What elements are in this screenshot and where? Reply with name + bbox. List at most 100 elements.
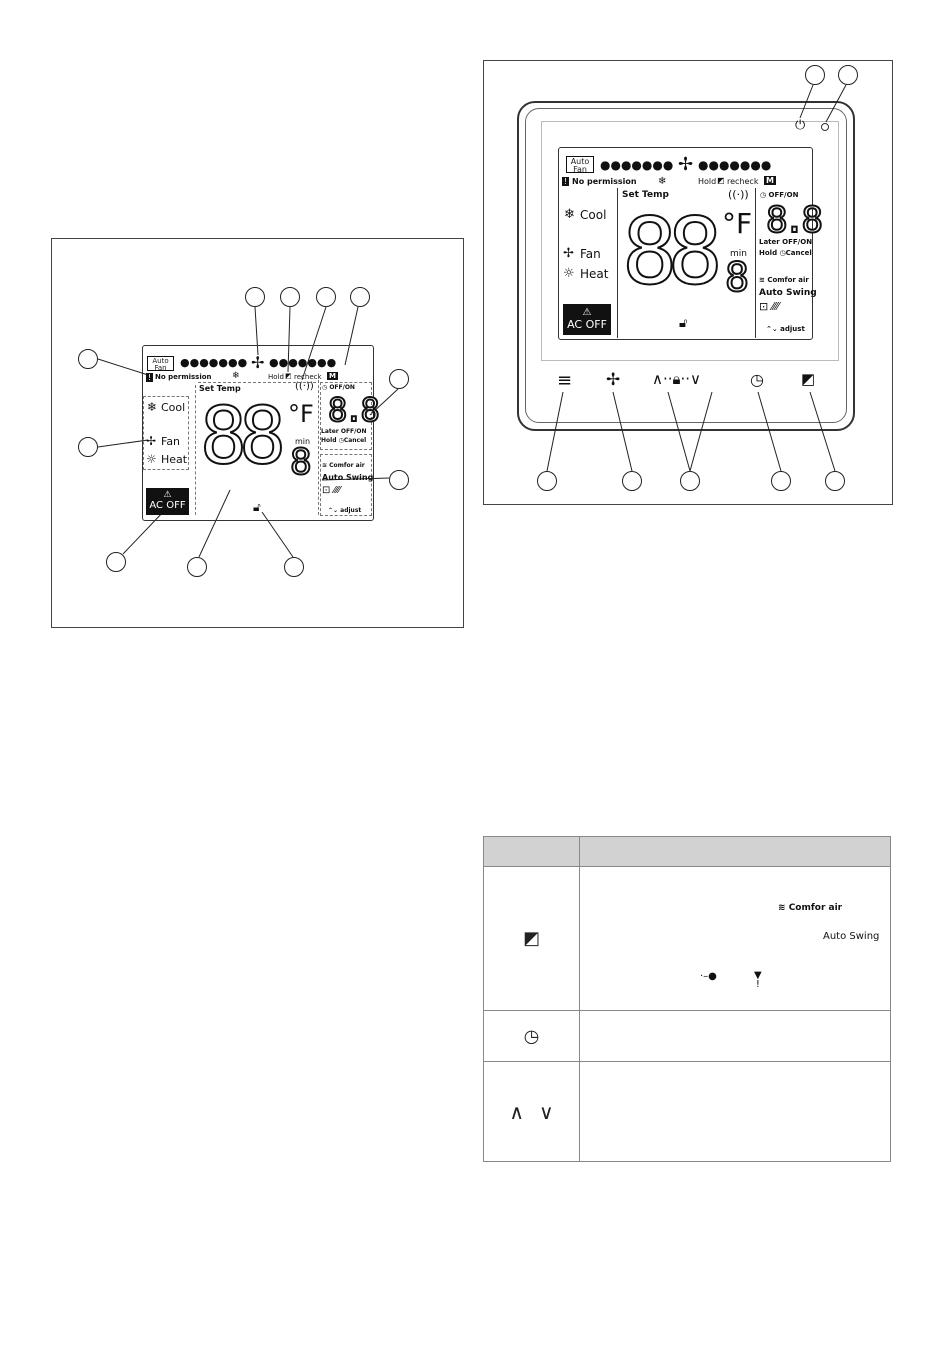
snowflake-icon: ❄ [232, 371, 240, 381]
lock-icon: 🔓︎ [253, 500, 261, 514]
fan-label: Fan [161, 435, 181, 448]
up-down-lock-buttons[interactable]: ∧··🔒︎··∨ [652, 370, 702, 388]
callout-circle [389, 470, 409, 490]
divider [195, 385, 196, 515]
table-row: ∧ ∨ [483, 1061, 891, 1162]
table-description-cell: ≋ Comfor air Auto Swing ·–● ▼! [579, 866, 891, 1011]
auto-swing-label: Auto Swing [759, 288, 817, 298]
table-row: ◩ ≋ Comfor air Auto Swing ·–● ▼! [483, 866, 891, 1011]
cool-icon: ❄ [564, 207, 575, 222]
hold-cancel-label: Hold ◷Cancel [321, 437, 367, 444]
table-description-cell [579, 1010, 891, 1062]
callout-lines [546, 84, 847, 472]
no-permission-label: No permission [155, 373, 212, 381]
fahrenheit-unit: °F [288, 400, 314, 428]
divider [617, 188, 618, 338]
timer-button[interactable]: ◷ [750, 370, 764, 389]
power-led [821, 123, 829, 131]
adjust-label: ⌃⌄ adjust [766, 325, 805, 333]
swing-indicator-icon: ·–● [700, 971, 717, 982]
swing-group [320, 454, 372, 516]
set-temp-label: Set Temp [622, 190, 669, 200]
swing-indicator-icon: ▼! [754, 970, 762, 990]
swing-icon: ◩ [522, 928, 540, 949]
hold-cancel-label: Hold ◷Cancel [759, 249, 812, 257]
callout-circle [280, 287, 300, 307]
later-off-on-label: Later OFF/ON [759, 238, 813, 246]
later-off-on-label: Later OFF/ON [321, 428, 367, 435]
cool-label: Cool [161, 401, 186, 414]
fan-speed-dots: ●●●●●●● [698, 158, 772, 172]
up-arrow-icon: ∧ [509, 1099, 524, 1124]
comfort-air-label: ≋ Comfor air [322, 462, 365, 469]
callout-circle [78, 437, 98, 457]
callout-lines [97, 306, 399, 558]
adjust-text: adjust [340, 507, 362, 514]
table-icon-cell: ∧ ∨ [483, 1061, 580, 1162]
callout-circle [350, 287, 370, 307]
adjust-label: ⌃⌄ adjust [328, 507, 362, 514]
fan-speed-dots: ●●●●●●● [269, 356, 337, 369]
screen-area [541, 121, 839, 361]
ac-off-indicator: ⚠ AC OFF [563, 304, 611, 335]
callout-circle [187, 557, 207, 577]
fan-mode-icon: ✢ [146, 434, 157, 448]
power-icon[interactable]: ⏻ [795, 118, 806, 133]
warning-icon: ! [562, 177, 569, 186]
set-temp-label: Set Temp [199, 384, 241, 393]
callout-circle [245, 287, 265, 307]
divider [198, 382, 316, 383]
recheck-label: recheck [294, 373, 322, 381]
snowflake-icon: ❄ [658, 176, 667, 187]
hold-text: Hold [321, 437, 337, 444]
timer-digits: 8.8 [765, 200, 824, 241]
m-badge: M [327, 372, 338, 380]
down-arrow-icon: ∨ [539, 1099, 554, 1124]
comfort-air-text: Comfor air [788, 903, 843, 913]
swing-icon: ◩ [717, 176, 725, 185]
set-temp-digits: 88 [621, 198, 724, 305]
callout-circle [622, 471, 642, 491]
auto-swing-label: Auto Swing [322, 473, 374, 482]
fan-speed-dots: ●●●●●●● [600, 158, 674, 172]
swing-position-icon: ⊡ ⁄⁄⁄⁄ [759, 300, 780, 313]
timer-digits: 8.8 [327, 391, 381, 429]
heat-label: Heat [580, 267, 609, 281]
timer-group [320, 382, 372, 450]
menu-button[interactable]: ≡ [557, 370, 573, 391]
heat-label: Heat [161, 453, 188, 466]
comfort-air-text: Comfor air [767, 276, 809, 284]
m-badge: M [764, 176, 776, 185]
no-permission-label: No permission [572, 177, 637, 186]
wifi-icon: ((·)) [728, 188, 749, 201]
controller-inner [525, 108, 847, 423]
lock-icon: 🔓︎ [679, 316, 688, 331]
callout-circle [284, 557, 304, 577]
fan-label: Fan [580, 247, 601, 261]
callout-circle [389, 369, 409, 389]
swing-position-icon: ⊡ ⁄⁄⁄⁄ [322, 485, 341, 496]
clock-icon: ◷ [523, 1025, 540, 1047]
callout-circle [316, 287, 336, 307]
table-header-row [483, 836, 891, 867]
callout-circle [771, 471, 791, 491]
hold-label: Hold [698, 177, 717, 186]
fan-button[interactable]: ✢ [606, 370, 621, 390]
cool-label: Cool [580, 208, 607, 222]
swing-button[interactable]: ◩ [801, 370, 816, 388]
fan-icon: ✢ [251, 353, 265, 372]
callout-circle [805, 65, 825, 85]
callout-circle [537, 471, 557, 491]
min-label: min [730, 249, 747, 259]
adjust-text: adjust [780, 325, 805, 333]
lcd-panel [142, 345, 374, 521]
comfort-air-symbol: ≋ Comfor air [778, 903, 843, 913]
fan-speed-dots: ●●●●●●● [180, 356, 248, 369]
timer-off-on-label: ◷ OFF/ON [760, 191, 799, 199]
heat-icon: ☼ [146, 452, 157, 466]
cancel-text: Cancel [785, 249, 812, 257]
table-icon-cell: ◩ [483, 866, 580, 1011]
fan-icon: ✢ [678, 154, 694, 175]
ac-off-indicator: ⚠ AC OFF [146, 488, 189, 515]
